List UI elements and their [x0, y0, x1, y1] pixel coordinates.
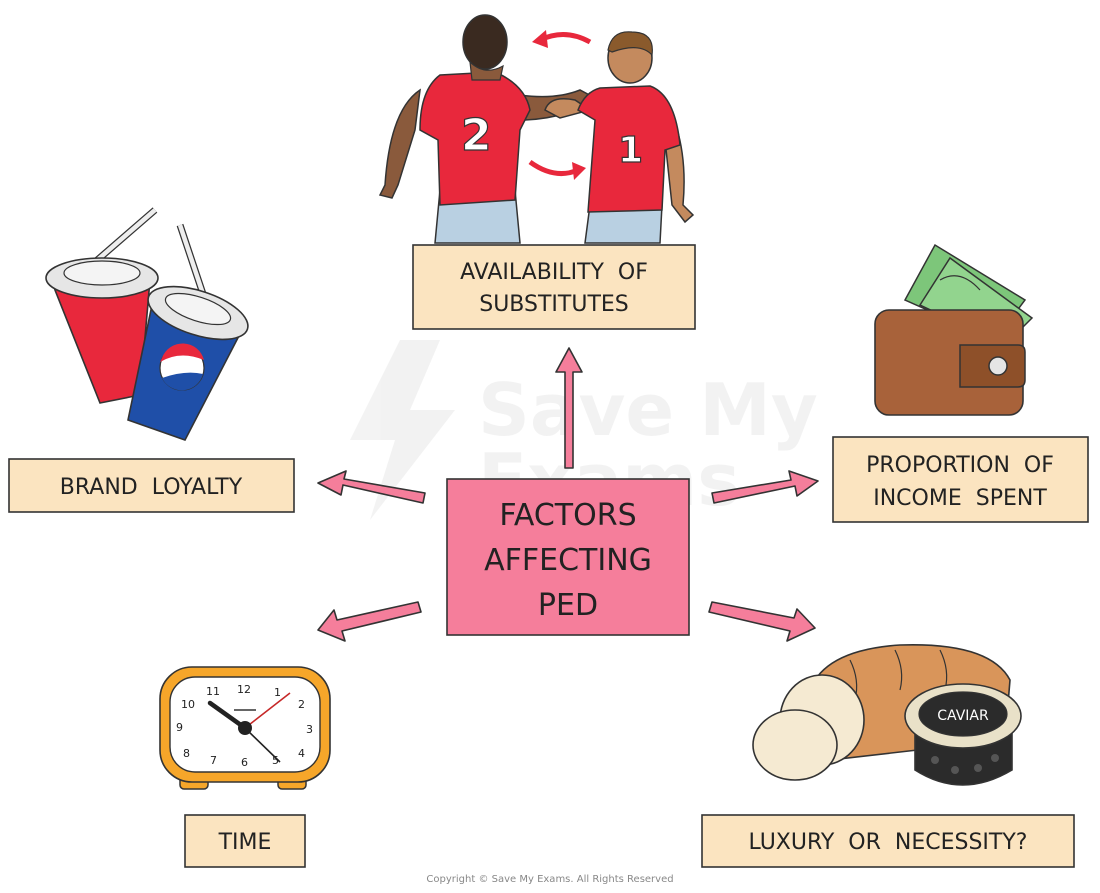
- income-box: [832, 436, 1089, 523]
- factor-substitutes: AVAILABILITY OF SUBSTITUTES: [412, 244, 696, 330]
- svg-text:4: 4: [298, 747, 305, 760]
- luxury-box: [701, 814, 1075, 868]
- center-line3: PED: [538, 588, 598, 623]
- income-line2: INCOME SPENT: [873, 486, 1047, 511]
- center-node: FACTORS AFFECTING PED: [446, 478, 690, 636]
- shirt-right: [577, 85, 681, 213]
- arrow-to-time: [317, 601, 422, 642]
- wallet-illustration: [874, 243, 1034, 416]
- svg-text:8: 8: [183, 747, 190, 760]
- svg-text:7: 7: [210, 754, 217, 767]
- substitutes-line1: AVAILABILITY OF: [460, 260, 648, 285]
- brand-loyalty-box: [8, 458, 295, 513]
- arrow-to-brand-loyalty: [317, 470, 426, 504]
- players-illustration: 2 1: [378, 14, 695, 244]
- player-right-number: 1: [618, 130, 643, 171]
- clock-minute-hand: [244, 727, 281, 763]
- arrow-to-income: [711, 470, 819, 504]
- shirt-left: [419, 71, 531, 206]
- watermark-line1: Save My: [478, 368, 818, 452]
- time-label: TIME: [218, 830, 272, 855]
- bread-caviar-illustration: CAVIAR: [752, 643, 1022, 786]
- swap-arrow-bottom-icon: [528, 159, 579, 177]
- luxury-label: LUXURY OR NECESSITY?: [749, 830, 1028, 855]
- swap-arrow-top-icon: [538, 32, 592, 45]
- center-line1: FACTORS: [499, 498, 636, 533]
- svg-text:3: 3: [306, 723, 313, 736]
- svg-text:2: 2: [298, 698, 305, 711]
- factor-time: TIME: [184, 814, 306, 868]
- svg-text:9: 9: [176, 721, 183, 734]
- svg-text:10: 10: [181, 698, 195, 711]
- watermark-bolt-icon: [350, 340, 455, 520]
- factor-brand-loyalty: BRAND LOYALTY: [8, 458, 295, 513]
- copyright-footer: Copyright © Save My Exams. All Rights Re…: [426, 874, 674, 885]
- player-left-number: 2: [461, 110, 492, 161]
- clock-illustration: 12 1 2 3 4 5 6 7 8 9 10 11: [159, 666, 331, 790]
- substitutes-line2: SUBSTITUTES: [479, 292, 629, 317]
- svg-text:11: 11: [206, 685, 220, 698]
- arrow-to-substitutes: [555, 347, 583, 469]
- cups-illustration: [45, 207, 249, 441]
- time-box: [184, 814, 306, 868]
- clock-second-hand: [244, 692, 291, 729]
- svg-text:6: 6: [241, 756, 248, 769]
- caviar-label: CAVIAR: [937, 708, 989, 724]
- factor-luxury: LUXURY OR NECESSITY?: [701, 814, 1075, 868]
- arrow-to-luxury: [708, 601, 816, 642]
- brand-loyalty-label: BRAND LOYALTY: [60, 475, 243, 500]
- clock-hour-hand: [207, 700, 248, 731]
- svg-text:5: 5: [272, 754, 279, 767]
- substitutes-box: [412, 244, 696, 330]
- income-line1: PROPORTION OF: [866, 453, 1054, 478]
- factor-income: PROPORTION OF INCOME SPENT: [832, 436, 1089, 523]
- svg-text:12: 12: [237, 683, 251, 696]
- center-line2: AFFECTING: [484, 543, 652, 578]
- center-box: [446, 478, 690, 636]
- svg-text:1: 1: [274, 686, 281, 699]
